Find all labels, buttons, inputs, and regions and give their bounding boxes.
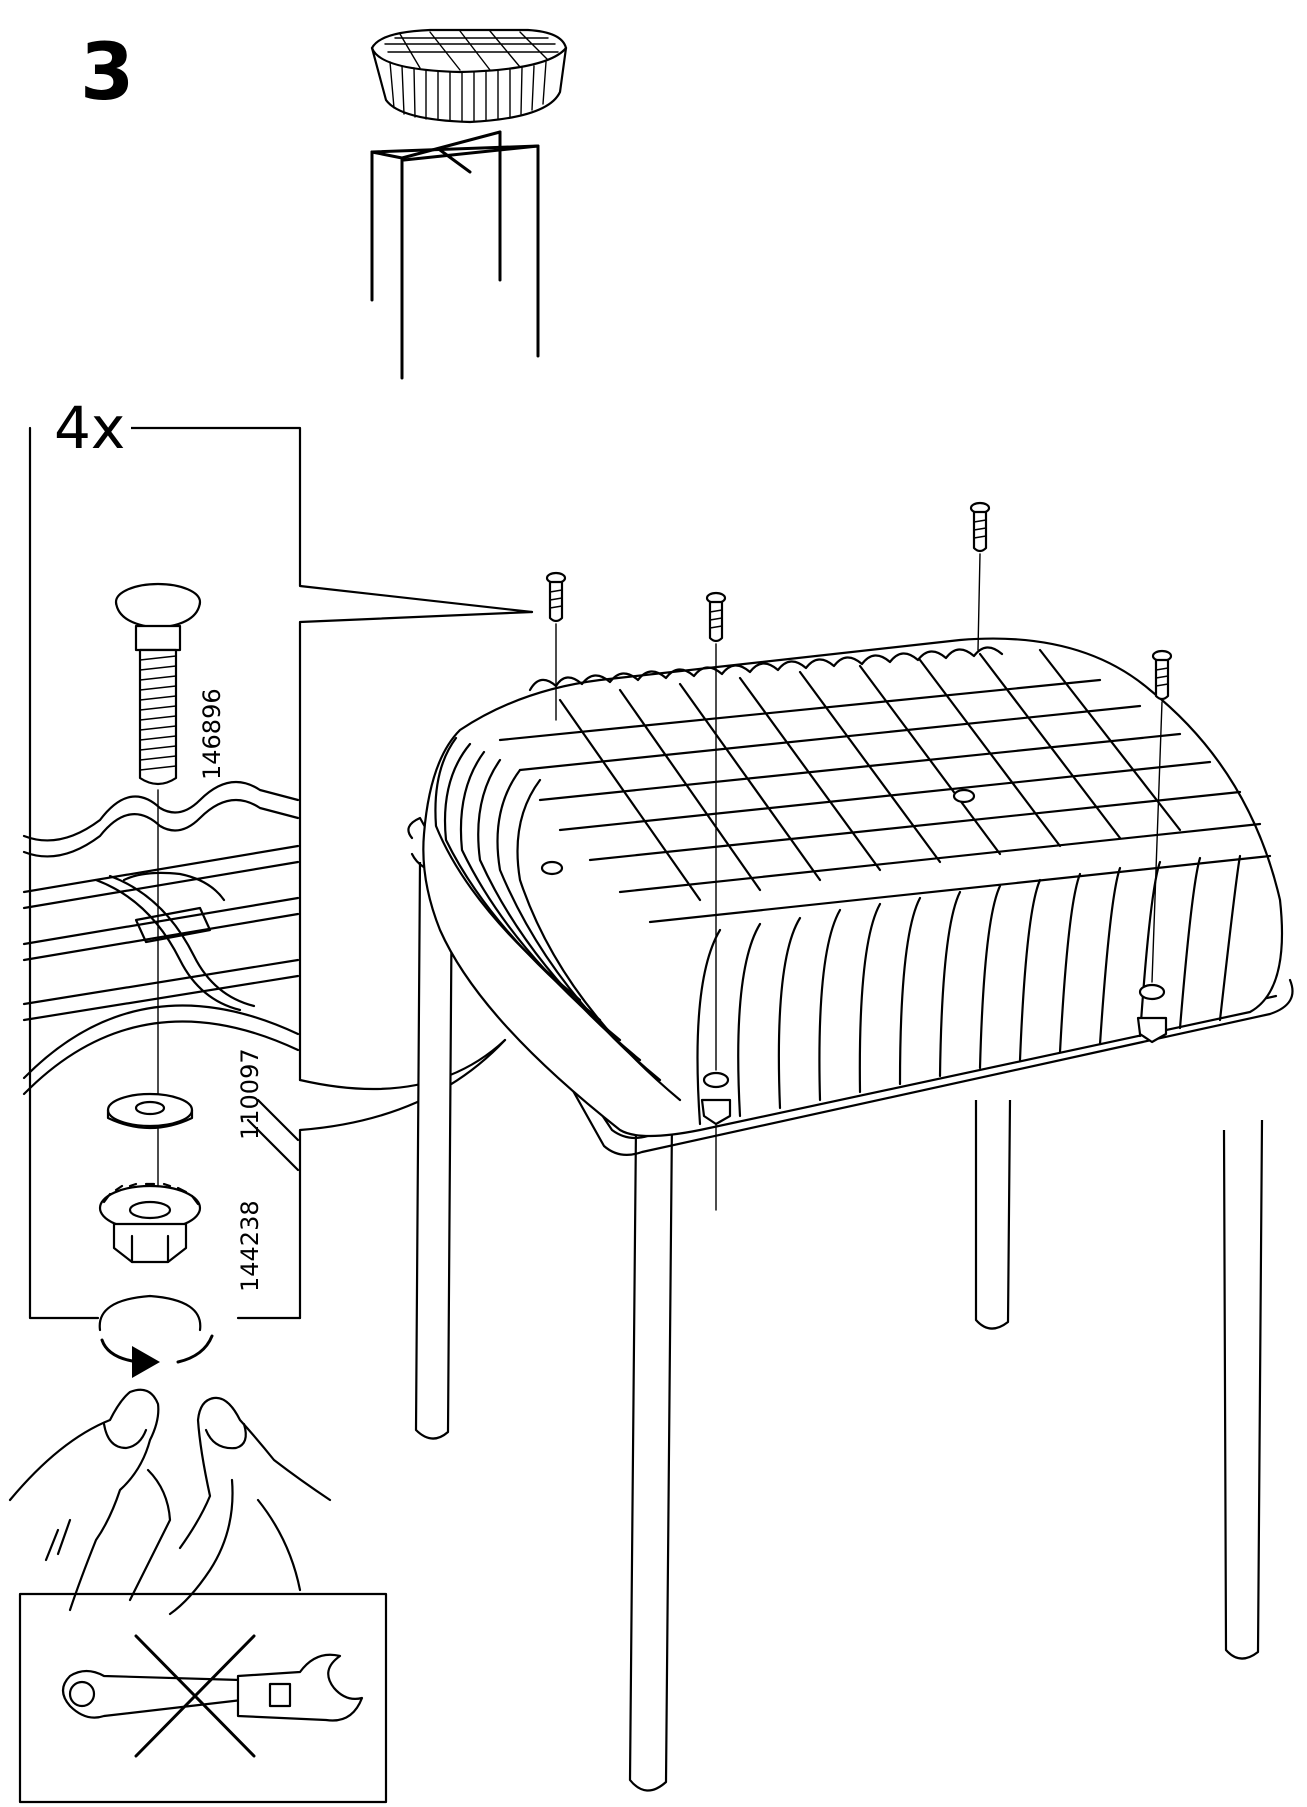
step-number: 3 — [80, 28, 134, 118]
stool-seat — [407, 637, 1294, 1211]
overview-seat-icon — [370, 28, 568, 124]
rotate-clockwise-arrows-icon — [98, 1294, 214, 1378]
hand-tightening-icon — [8, 1388, 332, 1616]
detail-bolt — [114, 582, 202, 1261]
bolt-2 — [705, 591, 727, 1071]
quantity-label: 4x — [48, 398, 132, 458]
stool-bolts — [545, 501, 1173, 1071]
part-number-washer: 110097 — [236, 1048, 264, 1140]
bolt-1 — [545, 571, 567, 721]
detail-washer — [106, 1092, 194, 1130]
detail-nut — [98, 1182, 202, 1264]
overview-leg-frame-icon — [370, 130, 540, 380]
stool-legs — [414, 859, 1264, 1792]
bolt-4 — [1151, 649, 1173, 983]
part-number-nut: 144238 — [236, 1200, 264, 1292]
no-wrench-icon — [18, 1592, 388, 1804]
bolt-3 — [969, 501, 991, 651]
part-number-bolt: 146896 — [198, 688, 226, 780]
detail-wire-grid — [22, 780, 300, 1172]
detail-callout-frame — [28, 426, 534, 1320]
